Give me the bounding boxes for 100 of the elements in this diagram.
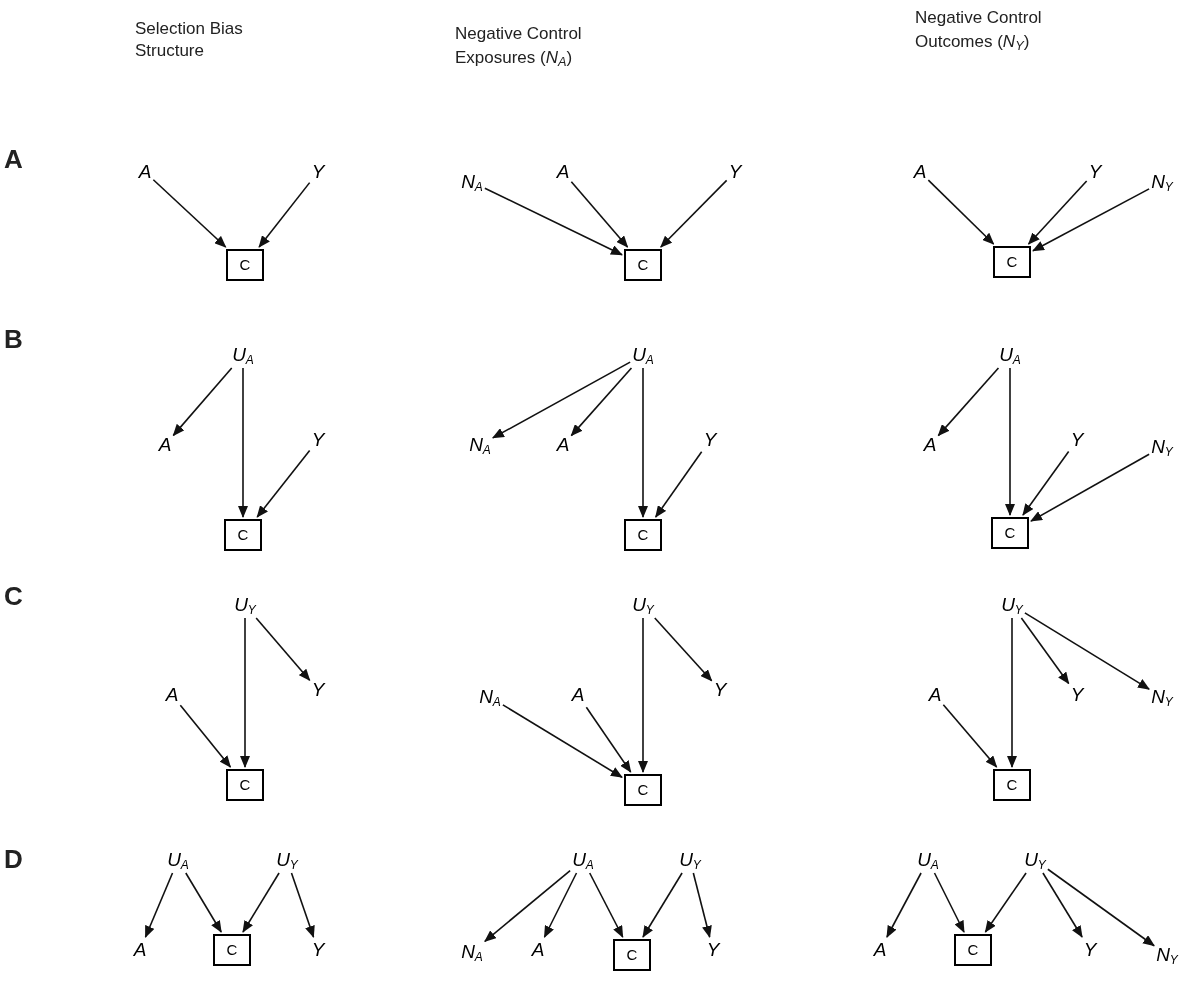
variable-label: A [531,939,545,961]
variable-label: Y [728,161,742,183]
column-heading: Selection Bias Structure [135,18,244,62]
arrow [290,872,315,938]
arrow [179,704,232,768]
arrow [585,706,632,773]
variable-label: A [571,684,585,706]
arrow [886,872,922,938]
variable-label: Y [311,939,325,961]
arrow [1022,450,1070,516]
variable-label: Y [703,429,717,451]
arrow [255,617,311,682]
boxed-variable: C [226,249,264,281]
arrow [1020,617,1070,685]
boxed-variable: C [993,246,1031,278]
variable-label: Y [1070,684,1084,706]
variable-label: A [923,434,937,456]
variable-label: N$_{Y}$ [1156,944,1178,966]
arrow [1005,367,1015,516]
variable-label: A [928,684,942,706]
boxed-variable: C [624,519,662,551]
arrow [570,180,629,248]
arrow [258,181,311,248]
boxed-variable: C [993,769,1031,801]
variable-label: U$_{Y}$ [679,849,701,871]
variable-label: N$_{Y}$ [1151,436,1173,458]
variable-label: A [873,939,887,961]
arrow [588,872,624,938]
arrow [654,451,703,518]
arrow [1032,188,1150,252]
arrow [256,449,311,518]
arrow [942,703,998,768]
boxed-variable: C [954,934,992,966]
variable-label: U$_{Y}$ [632,594,654,616]
arrow [484,869,571,943]
row-letter: D [4,843,24,876]
arrow [638,367,648,518]
boxed-variable: C [991,517,1029,549]
arrow [152,178,227,248]
variable-label: N$_{Y}$ [1151,686,1173,708]
row-letter: B [4,323,24,356]
variable-label: U$_{A}$ [232,344,254,366]
variable-label: U$_{A}$ [632,344,654,366]
variable-label: Y [1088,161,1102,183]
variable-label: A [133,939,147,961]
column-heading: Negative Control Exposures (N$_{A}$) [455,23,583,70]
arrow [638,617,648,773]
boxed-variable: C [226,769,264,801]
arrow [240,617,250,768]
arrow [1030,453,1150,522]
arrow [933,872,965,933]
boxed-variable: C [624,249,662,281]
variable-label: U$_{A}$ [167,849,189,871]
variable-label: Y [713,679,727,701]
arrow [242,872,280,933]
arrow [1042,872,1083,938]
variable-label: N$_{A}$ [461,941,483,963]
arrow [238,367,248,518]
variable-label: Y [311,679,325,701]
arrow [1007,617,1017,768]
arrow [185,872,222,933]
variable-label: N$_{A}$ [479,686,501,708]
variable-label: A [165,684,179,706]
arrow [484,187,623,256]
boxed-variable: C [213,934,251,966]
arrow [660,179,728,248]
boxed-variable: C [613,939,651,971]
arrow [927,179,995,245]
arrow [1047,868,1155,947]
variable-label: A [556,434,570,456]
variable-label: Y [311,429,325,451]
variable-label: A [913,161,927,183]
arrow [570,367,633,437]
arrow [1024,612,1150,690]
variable-label: N$_{A}$ [461,171,483,193]
row-letter: C [4,580,24,613]
arrow [937,367,1000,437]
variable-label: U$_{A}$ [999,344,1021,366]
arrow [502,704,623,779]
variable-label: N$_{Y}$ [1151,171,1173,193]
variable-label: U$_{Y}$ [234,594,256,616]
variable-label: U$_{Y}$ [276,849,298,871]
arrow [492,361,631,439]
variable-label: U$_{A}$ [917,849,939,871]
arrow [642,872,683,938]
variable-label: A [138,161,152,183]
variable-label: N$_{A}$ [469,434,491,456]
arrow [984,872,1027,933]
variable-label: Y [1070,429,1084,451]
boxed-variable: C [224,519,262,551]
variable-label: Y [311,161,325,183]
variable-label: U$_{Y}$ [1001,594,1023,616]
arrow [172,367,233,437]
row-letter: A [4,143,24,176]
variable-label: Y [1083,939,1097,961]
column-heading: Negative Control Outcomes (N$_{Y}$) [915,7,1043,54]
variable-label: A [158,434,172,456]
variable-label: A [556,161,570,183]
variable-label: U$_{Y}$ [1024,849,1046,871]
variable-label: U$_{A}$ [572,849,594,871]
